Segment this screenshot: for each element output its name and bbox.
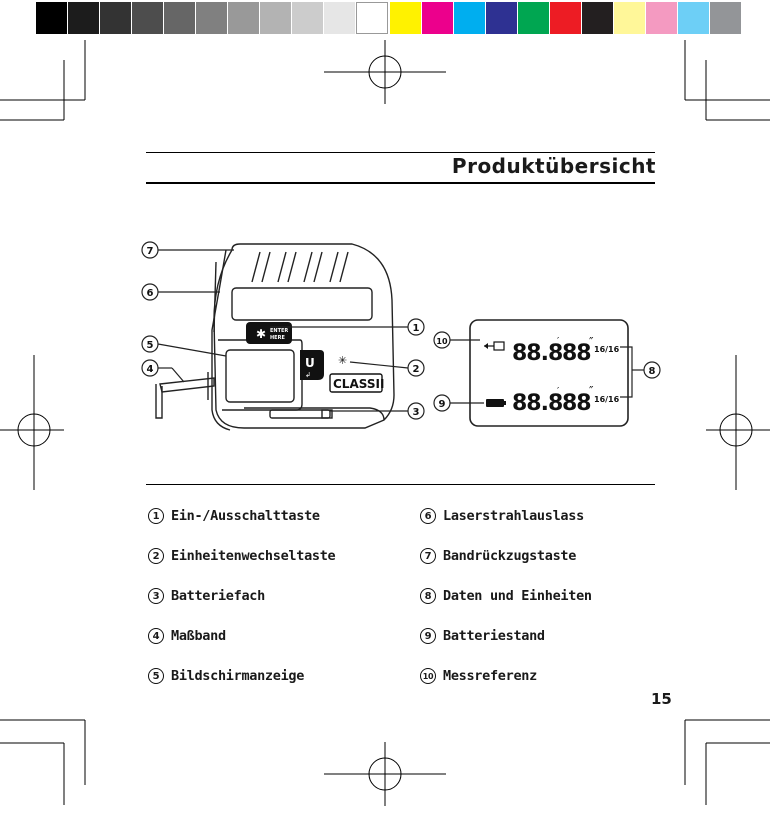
legend-number: 3: [148, 588, 164, 604]
callout-5: 5: [147, 340, 154, 351]
callout-2: 2: [413, 364, 420, 375]
legend-item: 3 Batteriefach: [148, 576, 418, 616]
display-feet-top: 88: [562, 341, 591, 366]
legend-number: 6: [420, 508, 436, 524]
legend-item: 10 Messreferenz: [420, 656, 690, 696]
battery-icon: [486, 399, 504, 407]
legend-label: Maßband: [171, 628, 226, 644]
device-screen: [226, 350, 294, 402]
callout-6: 6: [147, 288, 154, 299]
device-body: [214, 244, 394, 428]
section-divider: [146, 484, 655, 485]
page-number: 15: [651, 690, 672, 708]
legend-number: 9: [420, 628, 436, 644]
legend-label: Bandrückzugstaste: [443, 548, 576, 564]
svg-text:✱: ✱: [256, 327, 266, 341]
laser-symbol: ✳: [338, 354, 347, 367]
display-fraction-top: 16/16: [594, 345, 620, 354]
tape-blade: [160, 378, 214, 392]
display-feet-bottom: 88: [562, 391, 591, 416]
legend-label: Ein-/Ausschalttaste: [171, 508, 320, 524]
legend-number: 10: [420, 668, 436, 684]
legend-item: 8 Daten und Einheiten: [420, 576, 690, 616]
legend-number: 7: [420, 548, 436, 564]
legend-label: Bildschirmanzeige: [171, 668, 304, 684]
legend-item: 4 Maßband: [148, 616, 418, 656]
display-fraction-bottom: 16/16: [594, 395, 620, 404]
power-button-text: ENTER: [270, 328, 288, 334]
legend-left-column: 1 Ein-/Ausschalttaste 2 Einheitenwechsel…: [148, 496, 418, 696]
callout-7: 7: [147, 246, 154, 257]
legend-right-column: 6 Laserstrahlauslass 7 Bandrückzugstaste…: [420, 496, 690, 696]
class-label: CLASSII: [333, 377, 384, 391]
legend-label: Laserstrahlauslass: [443, 508, 584, 524]
power-button-text: HERE: [270, 335, 285, 341]
legend-number: 4: [148, 628, 164, 644]
legend-item: 2 Einheitenwechseltaste: [148, 536, 418, 576]
legend-item: 9 Batteriestand: [420, 616, 690, 656]
callout-4: 4: [147, 364, 154, 375]
legend-label: Messreferenz: [443, 668, 537, 684]
legend-item: 5 Bildschirmanzeige: [148, 656, 418, 696]
legend-item: 7 Bandrückzugstaste: [420, 536, 690, 576]
legend-item: 1 Ein-/Ausschalttaste: [148, 496, 418, 536]
legend-item: 6 Laserstrahlauslass: [420, 496, 690, 536]
legend-number: 5: [148, 668, 164, 684]
upper-plate: [232, 288, 372, 320]
display-value-top: 88.8: [512, 341, 562, 366]
legend-number: 2: [148, 548, 164, 564]
callout-9: 9: [439, 399, 446, 410]
callout-8: 8: [649, 366, 656, 377]
legend-number: 1: [148, 508, 164, 524]
unit-button-label: U: [305, 356, 315, 370]
display-value-bottom: 88.8: [512, 391, 562, 416]
callout-1: 1: [413, 323, 420, 334]
callout-3: 3: [413, 407, 420, 418]
legend-label: Einheitenwechseltaste: [171, 548, 335, 564]
svg-text:↲: ↲: [305, 371, 311, 379]
legend-number: 8: [420, 588, 436, 604]
legend-label: Batteriefach: [171, 588, 265, 604]
legend-label: Batteriestand: [443, 628, 545, 644]
callout-10: 10: [436, 337, 448, 346]
legend-label: Daten und Einheiten: [443, 588, 592, 604]
